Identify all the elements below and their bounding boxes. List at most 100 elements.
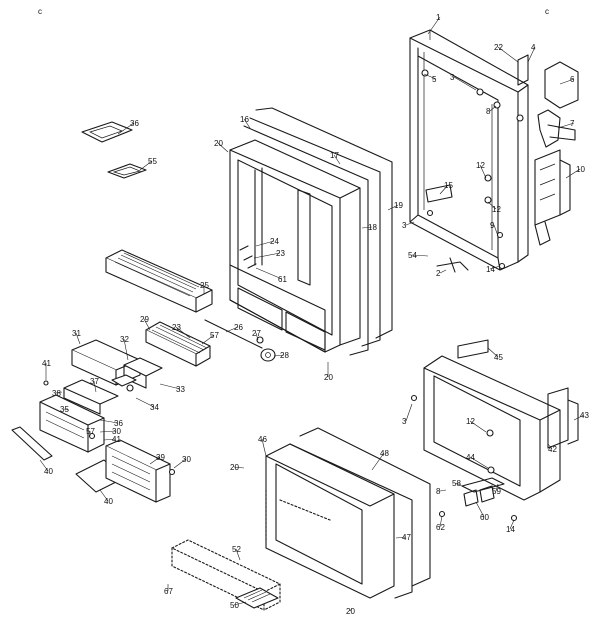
callout-c40b: 40 — [104, 497, 113, 506]
corner-mark-left: c — [38, 7, 42, 16]
callout-leader — [475, 501, 485, 518]
callout-c48: 48 — [380, 449, 389, 458]
callout-leader — [235, 548, 241, 561]
callout-leader — [175, 326, 191, 339]
lower-door-frame — [423, 339, 579, 501]
callout-c3c: 3 — [402, 417, 407, 426]
lower-frame-hardware — [410, 394, 518, 522]
callout-leader — [405, 221, 415, 226]
callout-c18: 18 — [368, 223, 377, 232]
callout-leader — [387, 204, 399, 211]
callout-c6: 6 — [570, 75, 575, 84]
callout-c4: 4 — [531, 43, 536, 52]
callout-leader — [395, 536, 407, 539]
callout-c20a: 20 — [214, 139, 223, 148]
callout-leader — [173, 458, 187, 469]
callout-c25: 25 — [200, 281, 209, 290]
callout-c45: 45 — [494, 353, 503, 362]
upper-frame-hardware — [421, 69, 524, 273]
callout-leader — [439, 184, 449, 195]
control-housing — [39, 339, 163, 453]
callout-c62: 62 — [436, 523, 445, 532]
callout-leader — [143, 318, 151, 331]
callout-leader — [255, 267, 283, 280]
callout-leader — [439, 269, 447, 274]
callout-leader — [233, 601, 247, 606]
shaft-assembly — [204, 245, 276, 362]
callout-c8: 8 — [486, 107, 491, 116]
lower-door-skin — [171, 489, 331, 611]
callout-c20c: 20 — [230, 463, 239, 472]
callout-c3a: 3 — [450, 73, 455, 82]
callout-leader — [453, 76, 477, 91]
callout-leader — [439, 515, 443, 528]
upper-door-panels — [229, 107, 393, 356]
callout-c52: 52 — [232, 545, 241, 554]
callout-leader — [411, 254, 429, 257]
callout-leader — [273, 354, 285, 357]
callout-c14b: 14 — [506, 525, 515, 534]
callout-leader — [233, 466, 245, 469]
callout-leader — [427, 16, 441, 35]
callout-c37: 37 — [90, 377, 99, 386]
callout-c20b: 20 — [324, 373, 333, 382]
callout-leader — [489, 265, 501, 270]
callout-c38: 38 — [52, 389, 61, 398]
callout-c5: 5 — [432, 75, 437, 84]
upper-grille — [105, 249, 213, 313]
callout-leader — [495, 483, 499, 492]
callout-leader — [139, 160, 153, 171]
callout-c40a: 40 — [44, 467, 53, 476]
callout-leader — [217, 142, 229, 153]
callout-leader — [455, 482, 467, 489]
callout-c28: 28 — [280, 351, 289, 360]
callout-c42: 42 — [548, 445, 557, 454]
callout-leader — [469, 456, 489, 469]
callout-c57b: 57 — [86, 427, 95, 436]
control-bin — [145, 321, 211, 367]
callout-leader — [439, 489, 447, 492]
callout-c19: 19 — [394, 201, 403, 210]
callout-leader — [99, 419, 119, 424]
callout-leader — [371, 452, 385, 471]
callout-c27: 27 — [252, 329, 261, 338]
callout-c24: 24 — [270, 237, 279, 246]
callout-leader — [99, 430, 117, 433]
callout-c12a: 12 — [476, 161, 485, 170]
callout-leader — [489, 105, 497, 112]
callout-leader — [573, 414, 585, 421]
callout-c32: 32 — [120, 335, 129, 344]
callout-c36b: 36 — [114, 419, 123, 428]
callout-leader — [261, 438, 267, 457]
callout-c3b: 3 — [402, 221, 407, 230]
callout-leader — [225, 326, 239, 333]
callout-c9: 9 — [490, 221, 495, 230]
callout-c60: 60 — [480, 513, 489, 522]
callout-c23b: 23 — [172, 323, 181, 332]
callout-c55: 55 — [148, 157, 157, 166]
callout-c54: 54 — [408, 251, 417, 260]
callout-leader — [493, 224, 499, 237]
callout-c20d: 20 — [346, 607, 355, 616]
callout-leader — [349, 607, 353, 612]
callout-leader — [559, 78, 575, 85]
callout-leader — [557, 122, 575, 129]
callout-leader — [75, 332, 81, 345]
callout-leader — [479, 164, 487, 179]
callout-leader — [423, 73, 437, 80]
callout-leader — [243, 118, 251, 129]
callout-c41b: 41 — [112, 435, 121, 444]
callout-c43: 43 — [580, 411, 589, 420]
callout-leader — [201, 334, 215, 345]
callout-leader — [469, 420, 487, 433]
callout-c10: 10 — [576, 165, 585, 174]
callout-c59: 59 — [492, 487, 501, 496]
callout-c57a: 57 — [210, 331, 219, 340]
corner-mark-right: c — [545, 7, 549, 16]
callout-c26: 26 — [234, 323, 243, 332]
callout-c30b: 30 — [182, 455, 191, 464]
callout-leader — [99, 489, 109, 502]
